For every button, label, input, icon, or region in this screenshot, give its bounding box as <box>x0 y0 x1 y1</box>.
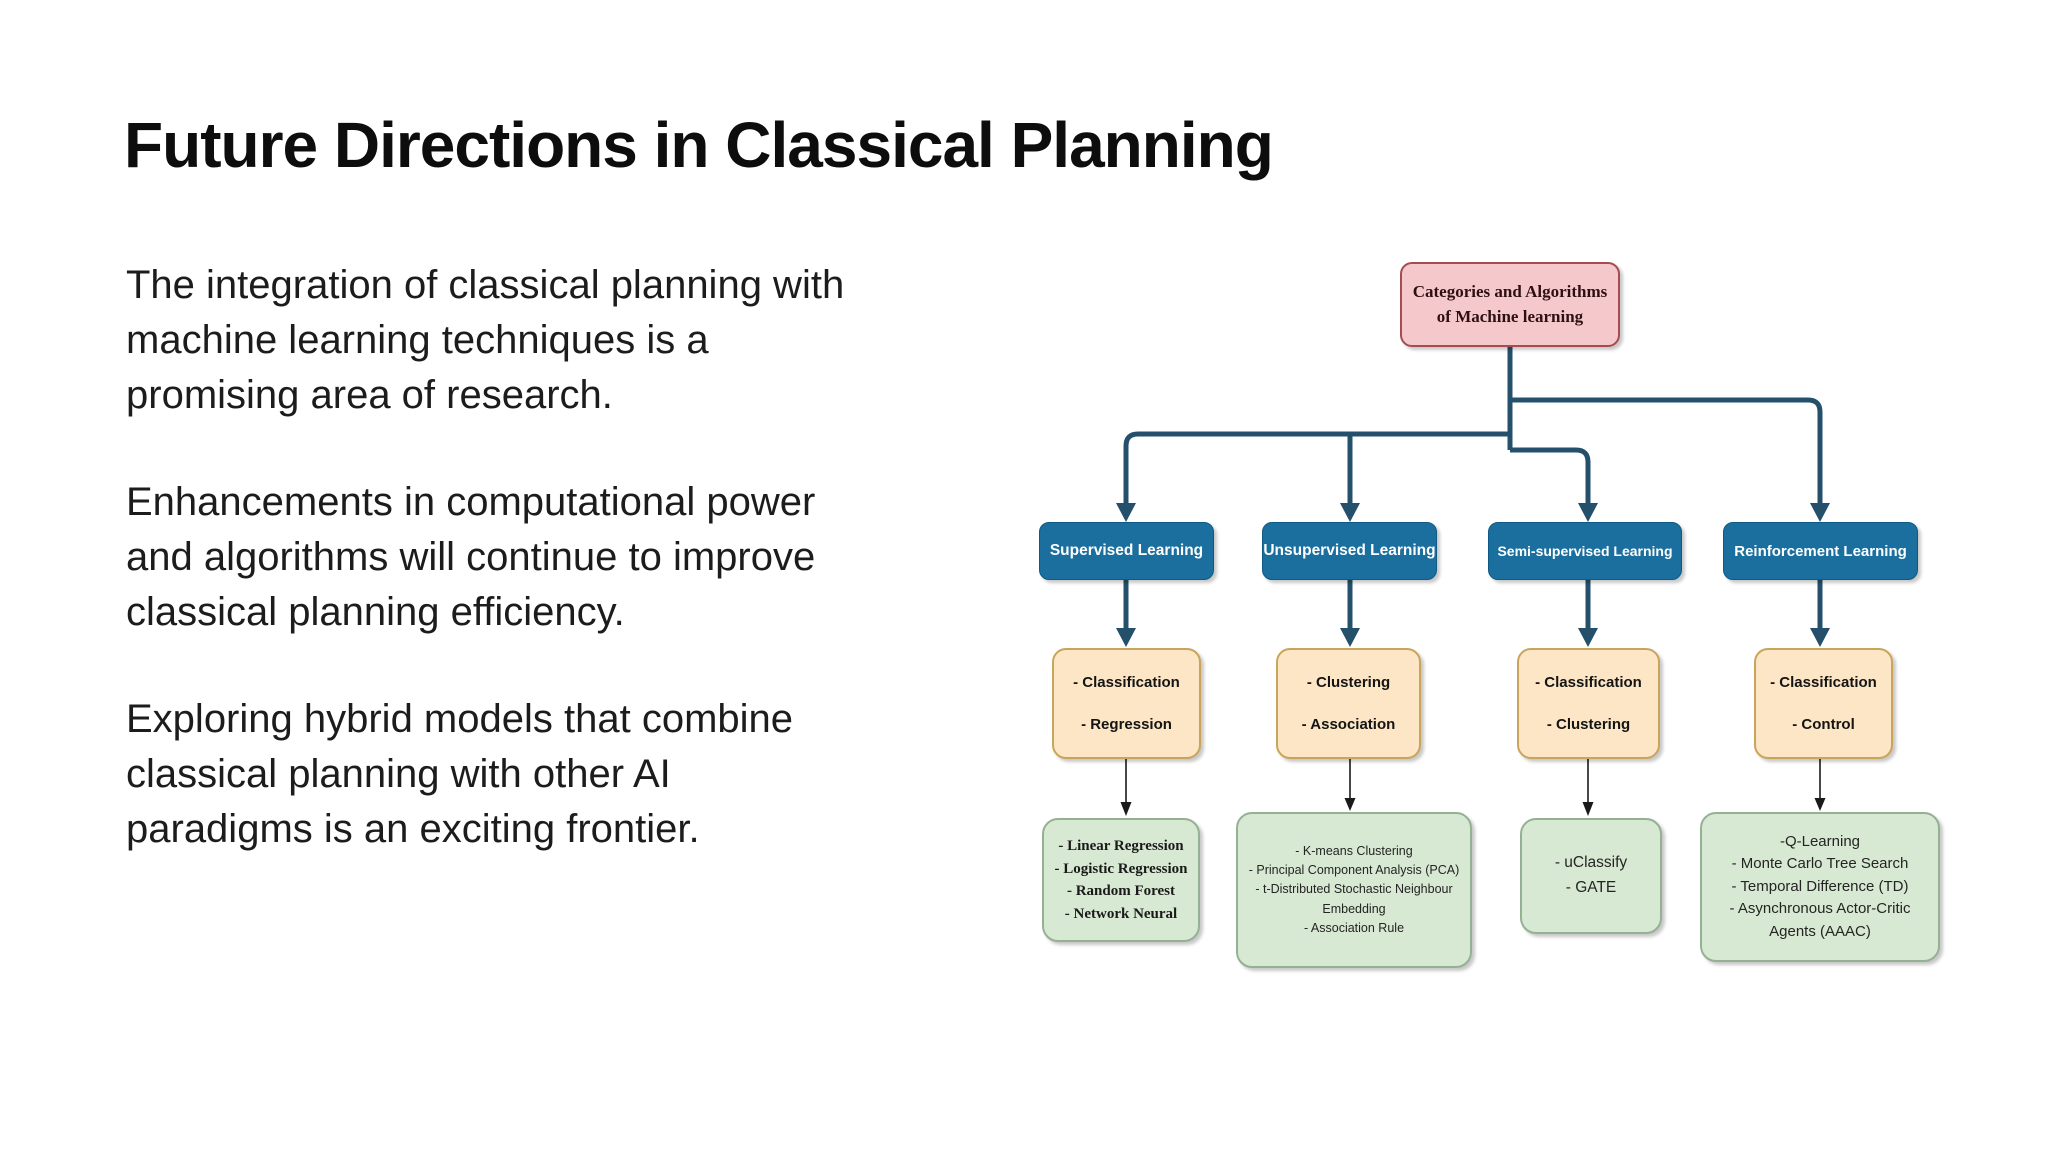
arrowhead-col1 <box>1116 503 1136 522</box>
body-text: The integration of classical planning wi… <box>126 258 1046 909</box>
arrowhead-types-1 <box>1116 628 1136 647</box>
algorithms-node-supervised: - Linear Regression- Logistic Regression… <box>1042 818 1200 942</box>
connector-branch-left <box>1123 431 1510 504</box>
arrowhead-algos-3 <box>1582 802 1594 816</box>
tree-branches <box>1123 347 1823 628</box>
types-node-semi-supervised: - Classification- Clustering <box>1517 648 1660 759</box>
category-node-unsupervised-learning: Unsupervised Learning <box>1262 522 1437 580</box>
thin-arrow-lines <box>1125 759 1821 802</box>
arrowhead-types-3 <box>1578 628 1598 647</box>
thick-arrowheads <box>1116 503 1830 647</box>
arrowhead-algos-4 <box>1814 798 1826 811</box>
arrowhead-algos-1 <box>1120 802 1132 816</box>
arrowhead-types-2 <box>1340 628 1360 647</box>
types-node-reinforcement: - Classification- Control <box>1754 648 1893 759</box>
types-node-supervised: - Classification- Regression <box>1052 648 1201 759</box>
thin-arrowheads <box>1120 798 1826 816</box>
arrowhead-col4 <box>1810 503 1830 522</box>
types-node-unsupervised: - Clustering- Association <box>1276 648 1421 759</box>
category-node-semi-supervised-learning: Semi-supervised Learning <box>1488 522 1682 580</box>
category-node-supervised-learning: Supervised Learning <box>1039 522 1214 580</box>
arrowhead-col3 <box>1578 503 1598 522</box>
flowchart-connector-lines <box>1116 347 1830 816</box>
category-label: Supervised Learning <box>1049 542 1204 559</box>
category-label: Semi-supervised Learning <box>1497 543 1673 559</box>
connector-branch-right-upper <box>1510 397 1823 504</box>
category-label: Reinforcement Learning <box>1734 542 1907 560</box>
algorithms-node-unsupervised: - K-means Clustering- Principal Componen… <box>1236 812 1472 968</box>
arrowhead-types-4 <box>1810 628 1830 647</box>
paragraph-1: The integration of classical planning wi… <box>126 263 845 417</box>
algorithms-node-semi-supervised: - uClassify- GATE <box>1520 818 1662 934</box>
category-label: Unsupervised Learning <box>1263 542 1436 559</box>
connector-branch-right-lower <box>1510 447 1591 504</box>
category-node-reinforcement-learning: Reinforcement Learning <box>1723 522 1918 580</box>
algorithms-node-reinforcement: -Q-Learning- Monte Carlo Tree Search- Te… <box>1700 812 1940 962</box>
arrowhead-algos-2 <box>1344 798 1356 811</box>
slide-title: Future Directions in Classical Planning <box>124 109 1274 181</box>
arrowhead-col2 <box>1340 503 1360 522</box>
